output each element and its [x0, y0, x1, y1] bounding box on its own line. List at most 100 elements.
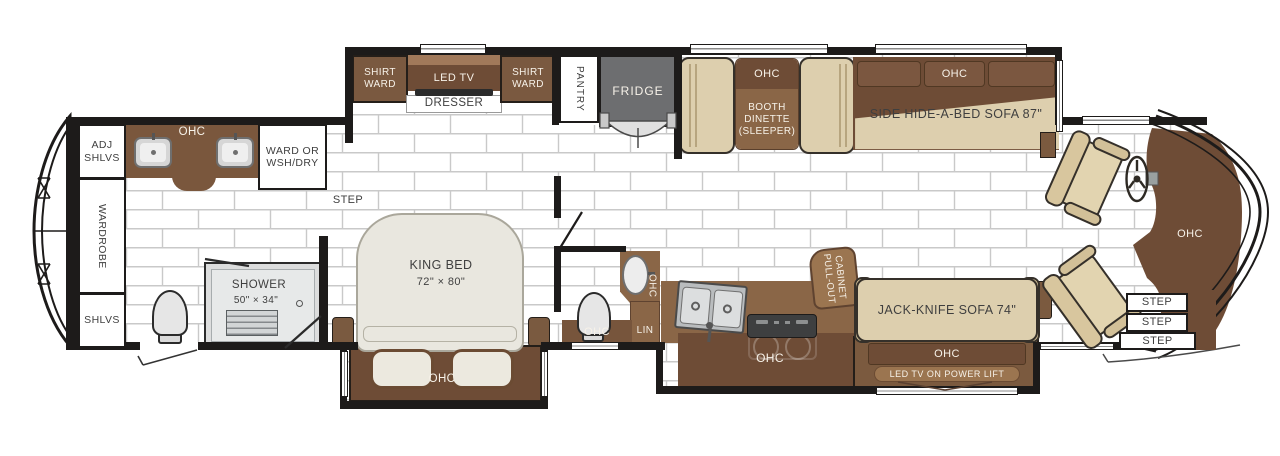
dinette-label: BOOTH DINETTE (SLEEPER) [738, 102, 796, 137]
mattress-fold-line [363, 326, 517, 342]
entry-step-1-label: STEP [1141, 296, 1173, 309]
tv-screen-icon [415, 89, 493, 96]
bed-pillow-right-icon [450, 349, 514, 389]
wall-pantry-left [552, 47, 559, 125]
dinette-bench-left [679, 57, 735, 154]
vanity-ohc-label: OHC [178, 126, 206, 139]
front-side-cabinet [1040, 132, 1056, 158]
kitchen-slide-wall-right [1033, 342, 1040, 394]
king-bed-mattress [356, 213, 524, 352]
dinette-ohc-label: OHC [754, 67, 780, 80]
bottom-right-window [1040, 343, 1114, 350]
wardrobe-label: WARDROBE [96, 203, 109, 269]
fridge: FRIDGE [599, 55, 677, 127]
shirt-wardrobe-right: SHIRT WARD [500, 55, 556, 103]
pull-out-cabinet-label: PULL-OUT CABINET [820, 253, 848, 305]
fridge-label: FRIDGE [612, 83, 664, 98]
kitchen-slide-wall-left [656, 342, 663, 394]
rear-door-opening [140, 342, 198, 350]
pantry-label: PANTRY [573, 66, 585, 112]
entry-step-3-label: STEP [1142, 334, 1173, 347]
bed-slide-window-left [341, 351, 348, 397]
tv-cabinet-top [408, 55, 500, 65]
kitchen-slide-wall-bottom [656, 386, 1040, 394]
entry-step-3: STEP [1119, 332, 1196, 350]
bedroom-slide-window [420, 44, 486, 54]
dinette-window [690, 44, 828, 54]
rear-cap-outline [32, 111, 72, 351]
ward-or-washdry-label: WARD OR WSH/DRY [265, 144, 320, 169]
entry-door-swing-icon [1102, 344, 1241, 363]
wall-slide-left [345, 47, 353, 143]
jack-knife-ohc-label: OHC [934, 347, 960, 360]
side-sofa-label: SIDE HIDE-A-BED SOFA 87" [869, 106, 1043, 121]
shirt-wardrobe-left-label: SHIRT WARD [364, 67, 396, 90]
shower-size-label: 50" × 34" [233, 295, 279, 307]
sofa-ohc-cell: OHC [924, 61, 986, 87]
kitchen-slide-window [876, 387, 1018, 395]
entry-step-1: STEP [1126, 293, 1188, 312]
jack-knife-sofa: JACK-KNIFE SOFA 74" [856, 278, 1038, 342]
bath-sink-ohc-label: OHC [646, 274, 658, 298]
sofa-ohc-cell [988, 61, 1055, 87]
led-tv-cabinet: LED TV [408, 65, 500, 91]
dinette-table: OHC BOOTH DINETTE (SLEEPER) [735, 58, 799, 150]
kitchen-faucet-icon [706, 322, 713, 329]
pantry-cabinet: PANTRY [559, 55, 599, 123]
king-bed-label: KING BED [409, 258, 473, 273]
dash-ohc-label: OHC [1177, 227, 1203, 240]
bath-wall-upper [554, 176, 561, 218]
bedroom-step-label: STEP [332, 193, 364, 206]
shower-bench-icon [226, 310, 278, 336]
linen-label: LIN [636, 325, 654, 337]
bed-slide-wall-bottom [340, 401, 548, 409]
shower-drain-icon [296, 300, 303, 307]
led-tv-label: LED TV [433, 71, 475, 84]
wall-top-left [66, 117, 347, 125]
jack-knife-ohc-cabinet: OHC [868, 343, 1026, 365]
shower-wall-right [319, 236, 328, 346]
tv-lift-cabinet: LED TV ON POWER LIFT [874, 366, 1020, 382]
bed-ohc-label: OHC [428, 372, 456, 385]
shirt-wardrobe-right-label: SHIRT WARD [512, 67, 544, 90]
shower-label: SHOWER [231, 279, 287, 292]
adj-shelves-cabinet: ADJ SHLVS [78, 124, 126, 179]
side-sofa-ohc-cabinet: OHC [857, 61, 1055, 87]
tv-lift-label: LED TV ON POWER LIFT [889, 368, 1005, 379]
jack-knife-sofa-label: JACK-KNIFE SOFA 74" [877, 302, 1017, 317]
rear-hinge-icon [37, 263, 51, 285]
ward-or-washdry-cabinet: WARD OR WSH/DRY [258, 124, 327, 190]
bath-ohc-label: OHC [584, 325, 610, 338]
bath-sink-icon [622, 255, 649, 295]
entry-step-2-label: STEP [1141, 316, 1173, 329]
vanity-scallop [172, 176, 216, 191]
dresser-label: DRESSER [424, 97, 484, 110]
sofa-slide-window-right [1056, 60, 1063, 132]
bath-wall-lower [554, 250, 561, 312]
wardrobe-cabinet: WARDROBE [78, 178, 126, 294]
entry-step-2: STEP [1126, 313, 1188, 332]
front-right-window [1082, 116, 1150, 125]
sofa-ohc-label: OHC [941, 67, 968, 80]
bed-pillow-left-icon [370, 349, 434, 389]
kitchen-ohc-label: OHC [756, 350, 784, 365]
bath-wall-top [554, 246, 626, 252]
vanity-sink-left-icon [134, 133, 172, 168]
dinette-bench-right [799, 57, 855, 154]
king-bed-size-label: 72" × 80" [416, 276, 466, 289]
wall-bottom-left [66, 342, 358, 350]
rear-hinge-icon [37, 177, 51, 199]
bed-slide-window-right [541, 351, 548, 397]
shirt-wardrobe-left: SHIRT WARD [352, 55, 408, 103]
cooktop-icon [747, 314, 817, 338]
sofa-window [875, 44, 1027, 54]
bath-faucet-icon [648, 272, 655, 275]
wall-fridge-right [674, 47, 682, 159]
rear-toilet-icon [152, 290, 188, 336]
mid-bottom-window [571, 342, 619, 350]
shelves-label: SHLVS [84, 314, 120, 327]
sofa-ohc-cell [857, 61, 921, 87]
bath-toilet-icon [577, 292, 611, 336]
linen-cabinet [630, 301, 660, 345]
